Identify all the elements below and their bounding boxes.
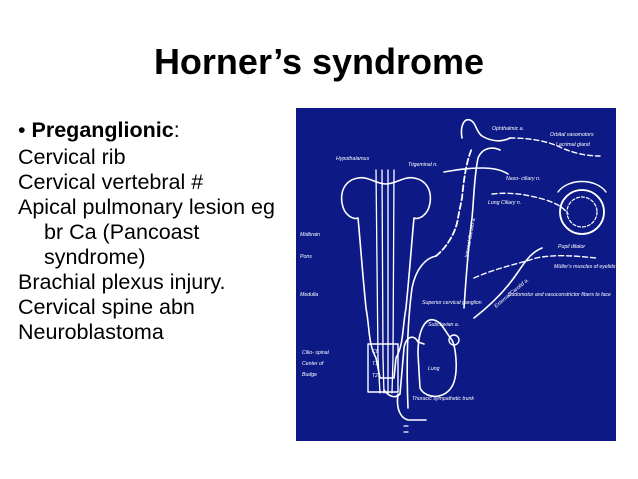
brainstem-outline	[340, 176, 432, 379]
diagram-canvas: Hypothalamus Midbrain Pons Medulla Cilio…	[300, 118, 616, 433]
list-item: Cervical vertebral #	[18, 170, 204, 194]
label-subclavian: Subclavian a.	[428, 322, 459, 328]
list-item: Brachial plexus injury.	[18, 270, 226, 294]
spinal-cord-segment	[367, 343, 399, 393]
label-sudomotor: Sudomotor and vasoconstrictor fibers to …	[508, 292, 611, 298]
label-medulla: Medulla	[300, 292, 318, 298]
label-thoracic-trunk: Thoracic sympathetic trunk	[412, 396, 474, 402]
external-carotid-artery	[473, 247, 543, 319]
preganglionic-fiber	[383, 336, 425, 398]
descending-fiber	[375, 169, 381, 394]
label-hypothalamus: Hypothalamus	[336, 156, 370, 162]
label-ophthalmic: Ophthalmic a.	[492, 126, 524, 132]
sympathetic-trunk	[396, 255, 437, 421]
label-pupil-dilator: Pupil dilator	[558, 244, 585, 250]
label-midbrain: Midbrain	[300, 232, 320, 238]
slide-title: Horner’s syndrome	[153, 41, 485, 82]
eye-globe	[559, 189, 605, 235]
pupil-dilator-ring	[566, 196, 598, 228]
trigeminal-nerve	[443, 167, 509, 175]
label-cilio-spinal: Cilio- spinal	[302, 350, 330, 356]
label-budge: Budge	[302, 372, 317, 378]
trunk-marker	[403, 425, 409, 433]
internal-carotid-artery	[463, 147, 501, 309]
orbital-vasomotor-fibers	[509, 137, 601, 157]
list-item: Apical pulmonary lesion eg br Ca (Pancoa…	[18, 195, 275, 269]
label-long-ciliary: Long Ciliary n.	[488, 200, 521, 206]
lung-outline	[417, 319, 457, 398]
label-internal-carotid: Internal Carotid a.	[464, 217, 477, 259]
descending-fiber	[381, 169, 385, 394]
list-item: Cervical spine abn	[18, 295, 195, 319]
cervical-chain	[435, 147, 473, 257]
label-center-of: Center of	[302, 361, 324, 367]
label-t2: T2	[372, 373, 378, 379]
label-t1: T1	[372, 361, 378, 367]
subclavian-ring	[448, 334, 460, 346]
label-superior-cervical: Superior cervical ganglion	[422, 300, 482, 306]
bullet-heading: • Preganglionic:	[18, 118, 293, 143]
label-trigeminal: Trigeminal n.	[408, 162, 438, 168]
label-orbital-vasomotors: Orbital vasomotors	[550, 132, 594, 138]
eyelid-muscle	[557, 180, 607, 193]
label-pons: Pons	[300, 254, 312, 260]
label-naso-ciliary: Naso- ciliary n.	[506, 176, 540, 182]
bullet-heading-suffix: :	[173, 118, 180, 142]
label-c8: C8	[372, 349, 379, 355]
sympathetic-pathway-diagram: Hypothalamus Midbrain Pons Medulla Cilio…	[296, 108, 616, 441]
descending-fiber	[391, 169, 395, 394]
bullet-heading-text: Preganglionic	[31, 118, 174, 142]
label-lung: Lung	[428, 366, 440, 372]
bullet-marker: •	[18, 118, 26, 142]
bullet-list: • Preganglionic: Cervical rib Cervical v…	[18, 118, 293, 345]
list-item: Cervical rib	[18, 145, 126, 169]
label-lacrimal-gland: Lacrimal gland	[556, 142, 591, 148]
label-mullers: Müller's muscles of eyelids	[554, 264, 616, 270]
list-item: Neuroblastoma	[18, 320, 164, 344]
sudomotor-fibers	[473, 255, 597, 279]
ophthalmic-artery	[460, 118, 511, 142]
long-ciliary-nerve	[491, 192, 569, 215]
